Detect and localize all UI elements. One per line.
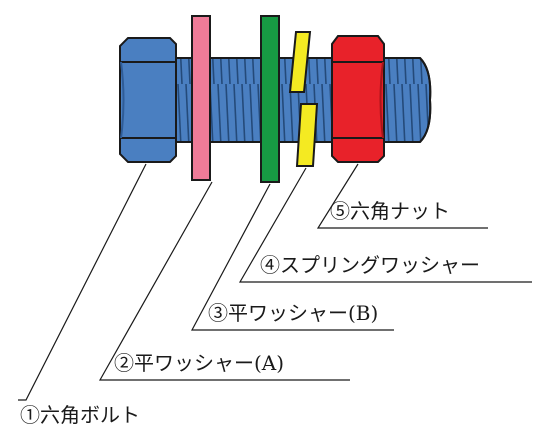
spring-washer-shape (288, 31, 319, 167)
leader-line-spring-washer (238, 167, 532, 283)
flat-washer-b-shape (260, 15, 280, 183)
label-spring-washer: ④スプリングワッシャー (260, 253, 480, 277)
leader-line-hex-bolt (18, 163, 147, 401)
leader-line-hex-nut (316, 163, 488, 229)
leader-line-flat-washer-a (98, 181, 350, 381)
hex-bolt-head (119, 37, 177, 163)
label-hex-nut: ⑤六角ナット (330, 199, 450, 223)
leader-line-flat-washer-b (190, 183, 394, 331)
hex-nut-shape (331, 35, 385, 163)
leader-lines (18, 163, 532, 401)
label-flat-washer-a: ②平ワッシャー(A) (114, 351, 285, 375)
flat-washer-a-shape (191, 15, 211, 181)
label-flat-washer-b: ③平ワッシャー(B) (208, 301, 379, 325)
label-hex-bolt: ①六角ボルト (20, 403, 140, 427)
